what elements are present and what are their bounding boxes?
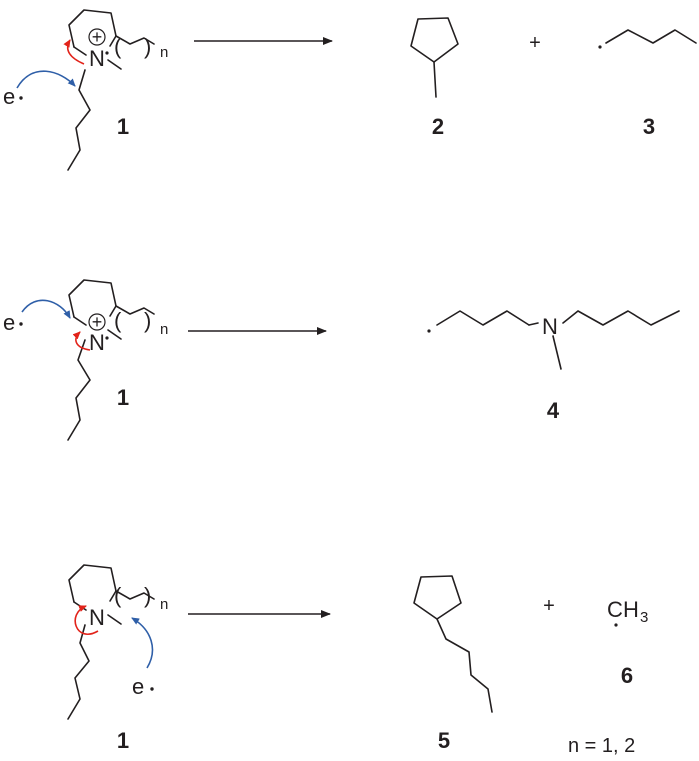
ring-paren-close: ) bbox=[144, 308, 151, 333]
electron-dot bbox=[19, 96, 23, 100]
radical-dot bbox=[614, 623, 618, 627]
compound-label-3: 3 bbox=[643, 114, 655, 139]
methyl-subscript: 3 bbox=[640, 609, 648, 626]
electron-dot bbox=[150, 687, 154, 691]
electron-attack-arrow bbox=[131, 617, 154, 669]
methyl-radical-6: C H 3 bbox=[607, 597, 648, 627]
nitrogen-atom: N bbox=[89, 330, 105, 355]
ring-paren-close: ) bbox=[144, 583, 151, 608]
electron-symbol: e bbox=[132, 674, 144, 699]
nitrogen-atom: N bbox=[89, 605, 105, 630]
electron-symbol: e bbox=[3, 84, 15, 109]
butylcyclopentane-5 bbox=[413, 575, 493, 713]
ring-paren-open: ( bbox=[114, 308, 122, 333]
electron-attack-arrow bbox=[21, 299, 71, 319]
compound-label-1: 1 bbox=[117, 114, 129, 139]
ring-paren-close: ) bbox=[144, 34, 151, 59]
ring-index-n: n bbox=[160, 44, 168, 61]
radical-dot bbox=[105, 51, 109, 55]
nitrogen-atom: N bbox=[89, 46, 105, 71]
pyrrolidinium-cation-1: N ( ) n bbox=[67, 564, 168, 720]
positive-charge: + bbox=[92, 27, 103, 47]
compound-label-2: 2 bbox=[432, 114, 444, 139]
butyl-radical-3 bbox=[598, 29, 697, 49]
bond-cleavage-arrow bbox=[63, 39, 85, 65]
ring-paren-open: ( bbox=[114, 34, 122, 59]
electron-attack-arrow bbox=[16, 70, 76, 89]
nitrogen-atom: N bbox=[542, 314, 558, 339]
ring-size-note: n = 1, 2 bbox=[568, 735, 635, 757]
pyrrolidinium-cation-1: + N ( ) n bbox=[67, 9, 168, 171]
positive-charge: + bbox=[92, 312, 103, 332]
bond-cleavage-arrow bbox=[72, 331, 91, 351]
bond-cleavage-arrow bbox=[74, 605, 99, 635]
ring-index-n: n bbox=[160, 596, 168, 613]
plus-sign: + bbox=[543, 595, 555, 617]
electron-symbol: e bbox=[3, 310, 15, 335]
methyl-hydrogen: H bbox=[623, 597, 639, 622]
tertiary-amine-radical-4: N bbox=[427, 310, 680, 370]
radical-dot bbox=[105, 336, 109, 340]
methylcyclopentane-2 bbox=[410, 17, 459, 98]
plus-sign: + bbox=[529, 32, 541, 54]
row-3: N ( ) n e 1 5 + C H 3 6 n = 1, 2 bbox=[67, 564, 648, 757]
compound-label-1: 1 bbox=[117, 728, 129, 753]
ring-index-n: n bbox=[160, 321, 168, 338]
methyl-carbon: C bbox=[607, 597, 623, 622]
row-2: + N ( ) n e 1 N 4 bbox=[3, 279, 680, 441]
ring-paren-open: ( bbox=[114, 583, 122, 608]
compound-label-5: 5 bbox=[438, 728, 450, 753]
pyrrolidinium-cation-1: + N ( ) n bbox=[67, 279, 168, 441]
electron: e bbox=[3, 84, 23, 109]
row-1: + N ( ) n e 1 2 + 3 bbox=[3, 9, 697, 171]
compound-label-4: 4 bbox=[547, 398, 560, 423]
compound-label-6: 6 bbox=[621, 663, 633, 688]
compound-label-1: 1 bbox=[117, 385, 129, 410]
electron: e bbox=[3, 310, 23, 335]
electron-dot bbox=[19, 322, 23, 326]
electron: e bbox=[132, 674, 154, 699]
